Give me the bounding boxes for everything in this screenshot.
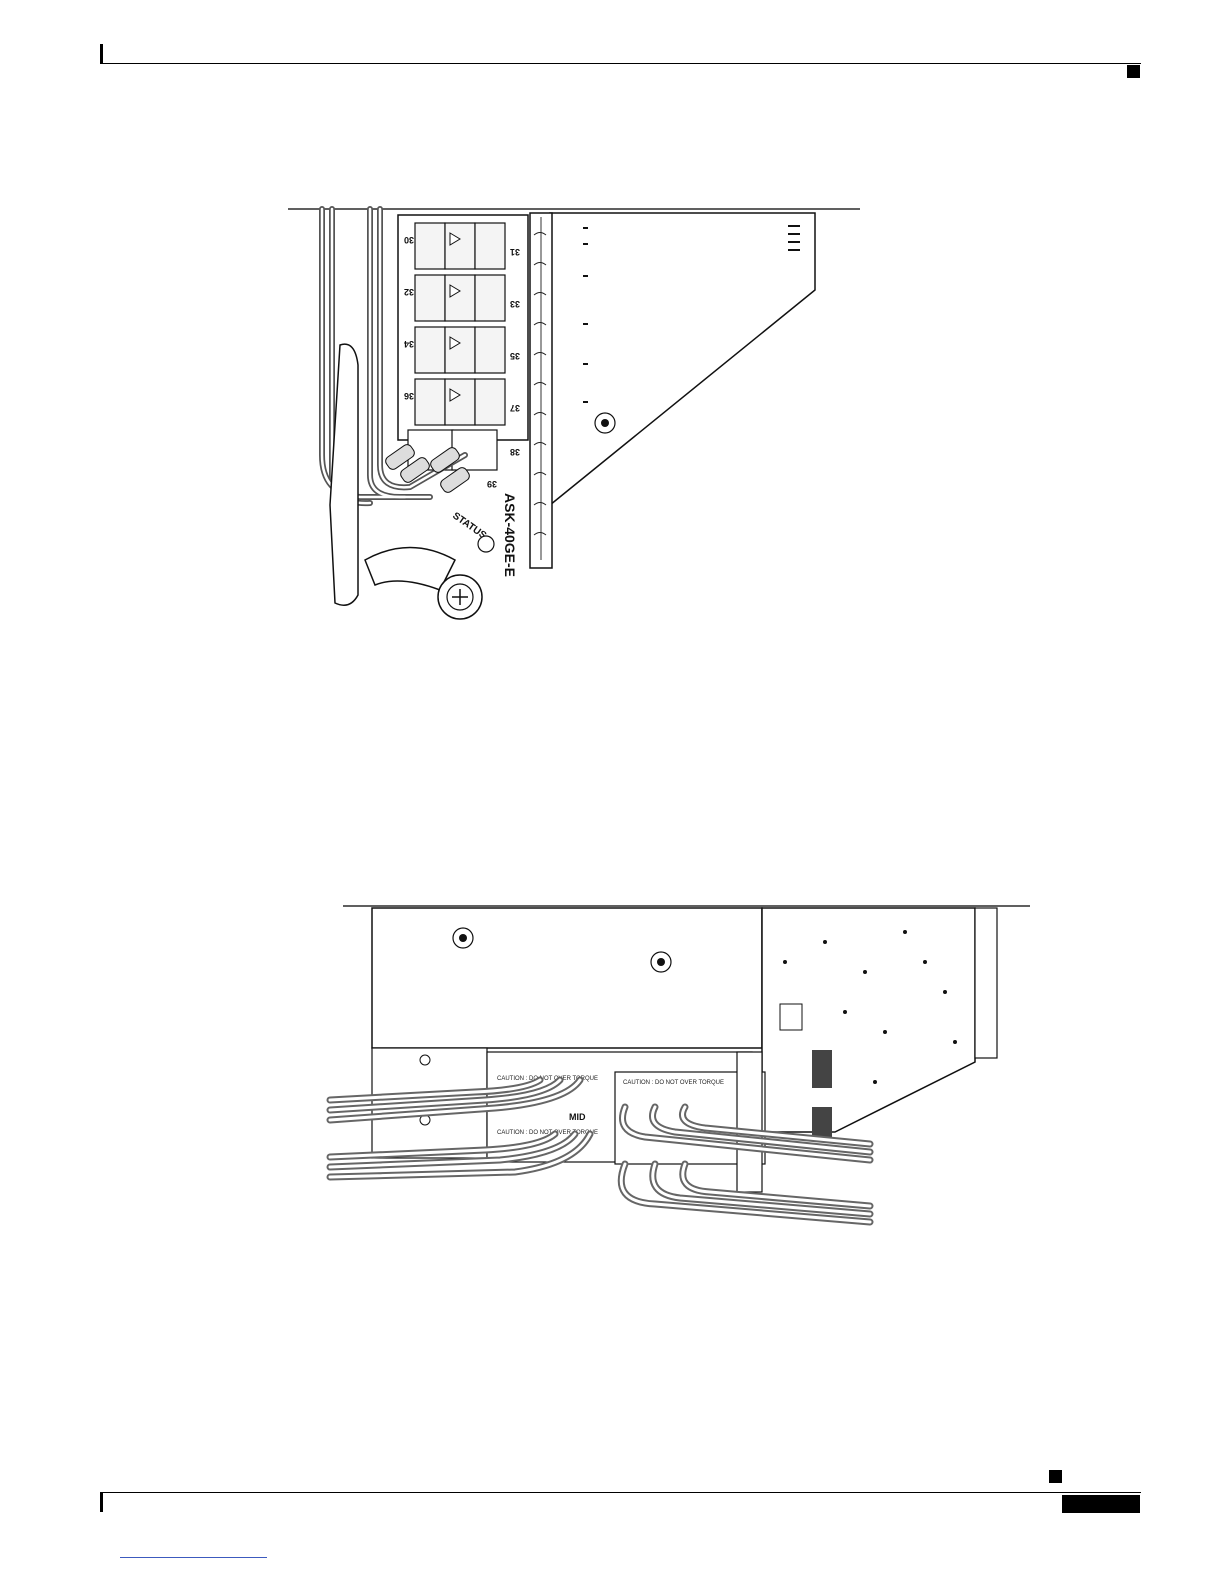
port-number: 35 [510, 351, 520, 361]
port-number: 38 [510, 447, 520, 457]
port-number: 36 [404, 391, 414, 401]
port-number: 30 [404, 235, 414, 245]
footer-right-marker [1049, 1470, 1062, 1483]
figure-top-line-module: 30 31 32 33 34 35 36 37 38 39 [280, 205, 870, 635]
port-number: 39 [487, 479, 497, 489]
port-number: 34 [404, 339, 414, 349]
port-number: 33 [510, 299, 520, 309]
figure-bottom-power-cabling: CAUTION : DO NOT OVER TORQUE CAUTION : D… [325, 902, 1035, 1237]
header-right-marker [1127, 65, 1140, 78]
page-number-block [1062, 1495, 1140, 1513]
psu-caution-label: CAUTION : DO NOT OVER TORQUE [623, 1080, 724, 1086]
footer-left-tick [100, 1492, 103, 1512]
footer-link-underline[interactable] [120, 1557, 267, 1558]
footer-rule [100, 1492, 1141, 1493]
module-label: ASK-40GE-E [502, 493, 518, 577]
header-left-tick [100, 44, 103, 64]
center-label: MID [569, 1112, 586, 1122]
header-rule [100, 63, 1141, 64]
port-number: 32 [404, 287, 414, 297]
port-number: 37 [510, 403, 520, 413]
port-number: 31 [510, 247, 520, 257]
